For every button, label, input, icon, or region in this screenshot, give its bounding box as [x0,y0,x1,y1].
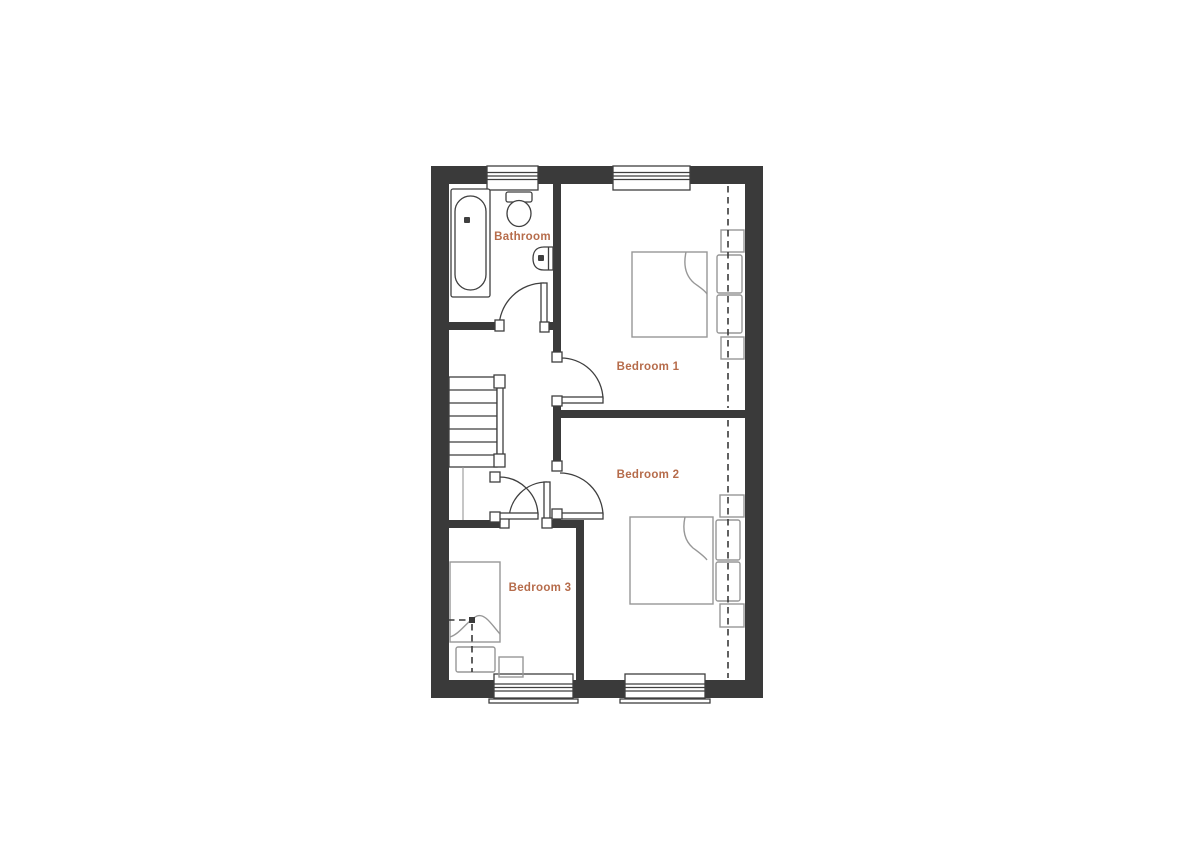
bedside-table [720,229,745,253]
bedroom-1-door [551,351,604,407]
bathroom-door [494,282,550,333]
bed-bedroom-2 [629,494,745,628]
window-bedroom-3 [488,673,579,704]
toilet [505,191,533,228]
bathtub [450,188,491,298]
stairs-newel-top [493,374,506,389]
bedside-table [719,603,745,628]
bathroom-label: Bathroom [494,231,551,243]
bedroom-1-label: Bedroom 1 [617,361,680,373]
stairs-handrail [496,377,504,465]
pillow [716,294,743,334]
window-bathroom [486,165,539,191]
bedside-table [720,336,745,360]
pillow [716,254,743,294]
window-bedroom-1 [612,165,691,191]
stairs-newel-bottom [493,453,506,468]
sink [532,246,554,271]
bed-bedroom-3 [449,561,524,678]
stairs [448,374,506,468]
room-labels: Bathroom Bedroom 1 Bedroom 2 Bedroom 3 [494,231,680,594]
dashed-eaves-lines [448,186,729,678]
bedroom-2-door [551,460,604,520]
pillow [455,646,496,673]
bedside-table [719,494,745,518]
bedroom-2-label: Bedroom 2 [617,469,680,481]
bedside-table [498,656,524,678]
bedroom-3-label: Bedroom 3 [509,582,572,594]
dashed-corner-mark [469,617,475,623]
bedroom-3-door [499,481,553,529]
cupboard-door [489,471,539,523]
bed-bedroom-1 [631,229,745,360]
window-bedroom-2 [619,673,711,704]
